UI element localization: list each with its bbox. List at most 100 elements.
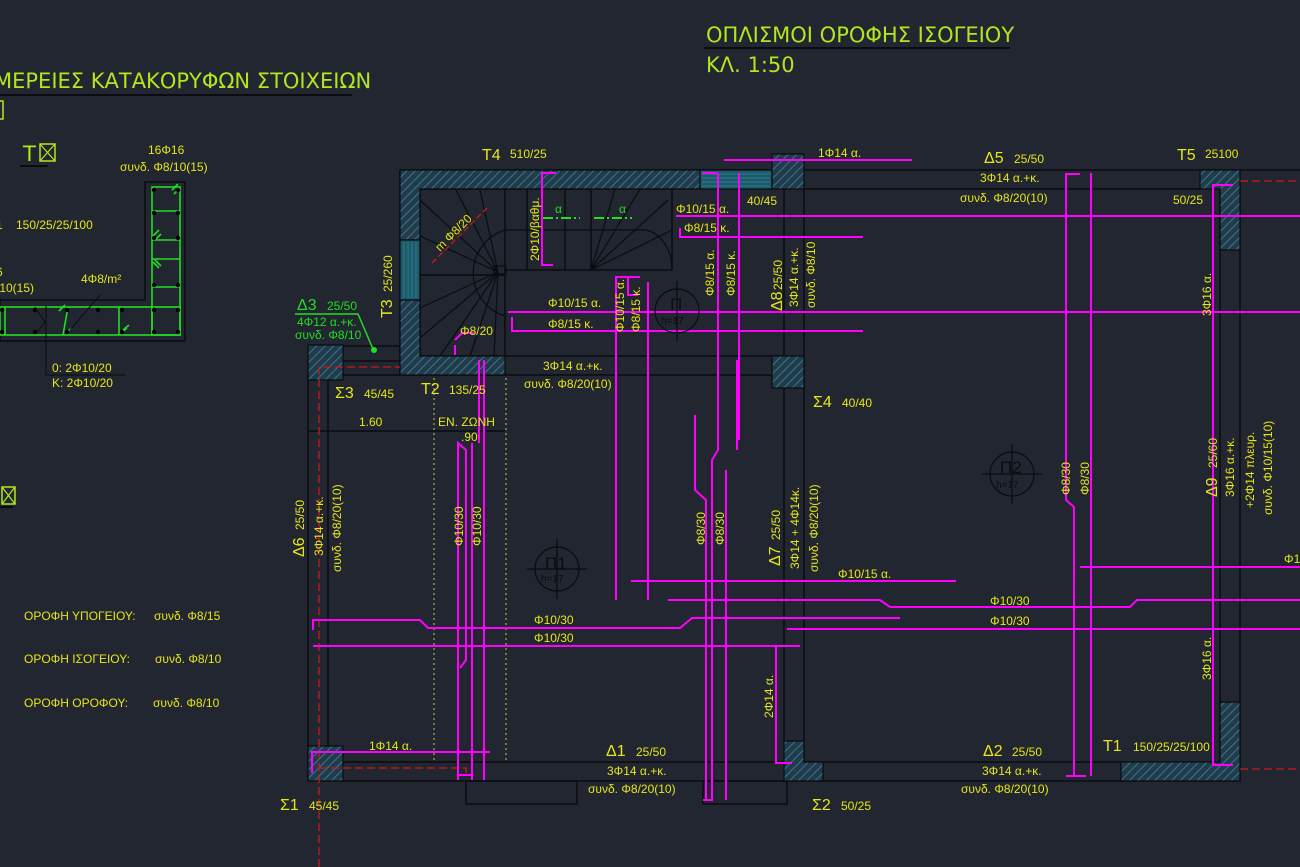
detail-section-label: Τ (22, 142, 36, 166)
element-dims: 25/50 (1012, 745, 1042, 759)
stair-edge-lines (403, 173, 770, 298)
element-dims: 25/50 (771, 260, 785, 290)
element-bars: 3Φ14 α.+κ. (543, 359, 603, 373)
rebar (703, 173, 719, 801)
rebar (615, 276, 640, 600)
slab-symbol-p (654, 281, 700, 341)
slab-height: h=17 (661, 316, 684, 327)
element-dims: 510/25 (510, 147, 547, 161)
stair-rebar-line (431, 206, 489, 264)
element-stirrups: συνδ. Φ8/10 (295, 328, 362, 342)
stair-lines (419, 188, 673, 357)
element-dims: 25/50 (327, 299, 357, 313)
main-title-block: ΟΠΛΙΣΜΟΙ ΟΡΟΦΗΣ ΙΣΟΓΕΙΟΥ ΚΛ. 1:50 (704, 23, 1014, 77)
element-dims: 25/260 (381, 255, 395, 292)
section-a-label: α (619, 202, 626, 216)
slab-height: h=17 (541, 574, 564, 585)
element-bars: 3Φ14 α.+κ. (312, 496, 326, 556)
element-dims: 50/25 (841, 799, 871, 813)
rebar (679, 228, 863, 238)
element-dims: 40/45 (747, 194, 777, 208)
note-label: ΟΡΟΦΗ ΙΣΟΓΕΙΟΥ: (24, 652, 130, 666)
element-name: Δ9 (1204, 477, 1221, 497)
rebar (775, 645, 792, 764)
section-box-icon (0, 100, 4, 120)
detail-dims: 1 (0, 218, 3, 232)
element-bars: 3Φ14 α.+κ. (787, 247, 801, 307)
rebar-label: Φ10/30 (990, 614, 1030, 628)
element-name: Δ1 (606, 743, 626, 760)
element-stirrups: συνδ. Φ8/20(10) (330, 484, 344, 572)
rebar-label: 2Φ14 α. (762, 675, 776, 718)
rebar-label: Φ8/15 κ. (684, 221, 730, 235)
element-dims: 50/25 (1173, 193, 1203, 207)
slab-height: h=17 (996, 480, 1019, 491)
element-dims: 25/50 (636, 745, 666, 759)
detail-bars: 16Φ16 (148, 143, 185, 157)
rebar (311, 751, 490, 773)
rebar-label: Φ8/15 κ. (548, 317, 594, 331)
element-name: Δ8 (769, 291, 786, 311)
slab-symbol-p2 (982, 444, 1042, 504)
mesh-label: 4Φ8/m² (81, 272, 121, 286)
drawing-scale: ΚΛ. 1:50 (706, 53, 795, 77)
rebar-label: Φ8/15 α. (703, 249, 717, 296)
rebar-label: Φ10/30 (534, 613, 574, 627)
detail-dims: 150/25/25/100 (16, 218, 93, 232)
dimension-label: .90 (461, 430, 478, 444)
o-bars-label: 0: 2Φ10/20 (52, 361, 112, 375)
structural-outlines (307, 169, 1300, 805)
d3-leader (295, 313, 374, 350)
rebar (511, 317, 863, 332)
rebar-label: Φ8/30 (1059, 462, 1073, 495)
note-label: ΟΡΟΦΗ ΟΡΟΦΟΥ: (24, 696, 128, 710)
element-stirrups: συνδ. Φ8/20(10) (960, 191, 1048, 205)
column-detail: Τ 16Φ16 συνδ. Φ8/10(15) 1 150/25/25/100 … (0, 142, 208, 508)
element-dims: 45/45 (309, 799, 339, 813)
rebar-label: Φ8/30 (1078, 462, 1092, 495)
section-a-label: α (555, 202, 562, 216)
element-name: Σ4 (813, 394, 832, 411)
rebar-label: Φ10/30 (470, 506, 484, 546)
element-stirrups: συνδ. Φ8/20(10) (961, 782, 1049, 796)
element-name: Τ2 (421, 381, 440, 398)
element-dims: 25/50 (769, 510, 783, 540)
rebar-label: 1Φ14 α. (369, 739, 412, 753)
element-name: Σ3 (335, 385, 354, 402)
slab-name: Π2 (1000, 458, 1022, 477)
element-dims: 25/60 (1206, 438, 1220, 468)
rebar-label: Φ10/15 α. (676, 202, 729, 216)
element-extra: +2Φ14 πλευρ. (1243, 432, 1257, 508)
rebar-label: Φ10/15 α. (548, 296, 601, 310)
zone-lines (433, 378, 507, 762)
rebar-label: Φ10/15 α. (838, 567, 891, 581)
note-value: συνδ. Φ8/10 (153, 696, 220, 710)
rebar-label: Φ8/15 κ. (724, 250, 738, 296)
rebar (454, 332, 474, 341)
element-dims: 150/25/25/100 (1133, 740, 1210, 754)
element-name: Δ6 (291, 537, 308, 557)
element-bars: 3Φ14 α.+κ. (607, 764, 667, 778)
slab-symbol-p1 (527, 539, 587, 599)
element-name: Τ5 (1177, 147, 1196, 164)
annotations: Π1 h=17 Π2 h=17 Π h=17 Τ4 510/25 Τ5 2510… (280, 146, 1300, 814)
rebar (457, 440, 467, 780)
element-name: Τ4 (482, 147, 501, 164)
slab-name: Π (670, 295, 682, 314)
rebar (1212, 184, 1233, 766)
element-name: Σ2 (812, 797, 831, 814)
element-dims: 25100 (1205, 147, 1239, 161)
dimension-label: 1.60 (359, 415, 383, 429)
element-name: Δ2 (983, 743, 1003, 760)
rebar-label: Φ1 (1284, 552, 1300, 566)
element-dims: 40/40 (842, 396, 872, 410)
rebar-label: Φ10/30 (452, 506, 466, 546)
element-bars: 3Φ14 α.+κ. (982, 764, 1042, 778)
element-bars: 4Φ12 α.+κ. (297, 315, 357, 329)
rebar (312, 617, 900, 630)
drawing-title: ΟΠΛΙΣΜΟΙ ΟΡΟΦΗΣ ΙΣΟΓΕΙΟΥ (706, 23, 1014, 47)
rebar-label: Φ8/30 (713, 512, 727, 545)
note-value: συνδ. Φ8/15 (154, 609, 221, 623)
slab-name: Π1 (545, 554, 567, 573)
